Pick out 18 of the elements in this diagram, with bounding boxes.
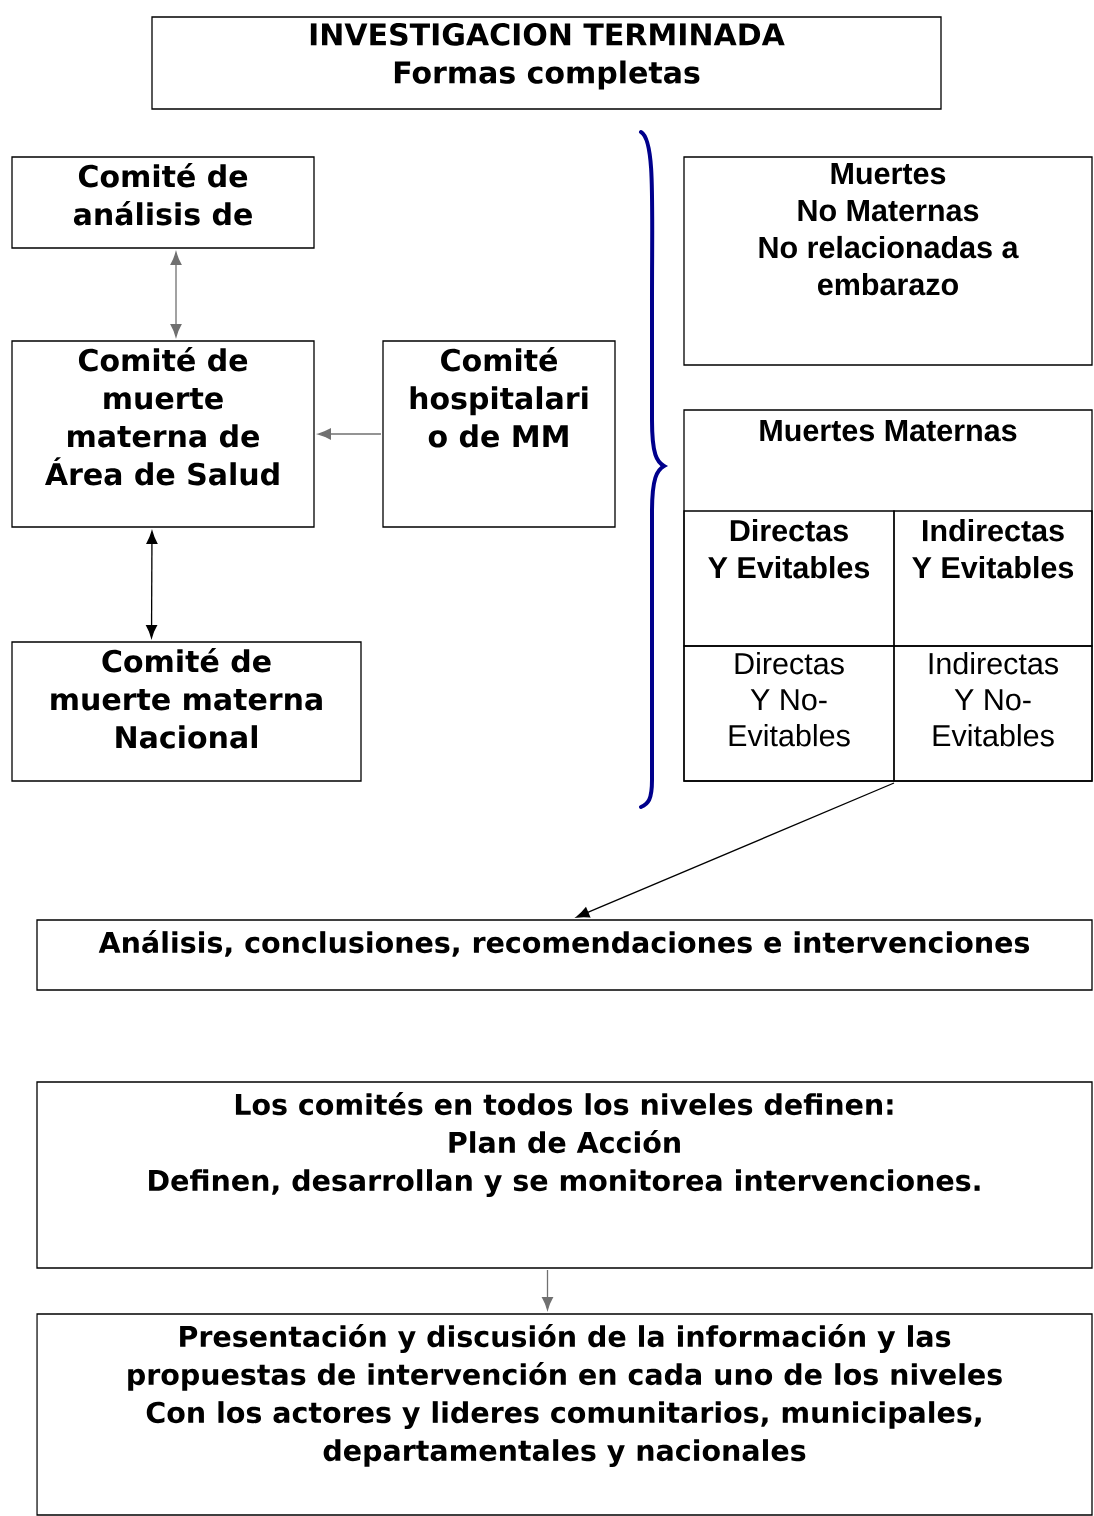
process-box: Presentación y discusión de la información y las propuestas de intervención en cada uno de los niveles Con los actores y lideres comunitarios, municipales, departamentales y nacionales xyxy=(36,1313,1093,1516)
committee-box: Comité de muerte materna de Área de Salud xyxy=(11,340,315,528)
arrow xyxy=(317,428,382,440)
committee-box: Comité de muerte materna Nacional xyxy=(11,641,362,782)
table-cell: Directas Y No-Evitables xyxy=(683,645,895,782)
table-cell: Directas Y Evitables xyxy=(683,510,895,647)
table-cell: Indirectas Y Evitables xyxy=(893,510,1093,647)
committee-box: Comité hospitalari o de MM xyxy=(382,340,616,528)
title-box: INVESTIGACION TERMINADA Formas completas xyxy=(151,16,942,110)
arrow xyxy=(576,782,895,918)
process-box: Análisis, conclusiones, recomendaciones e intervenciones xyxy=(36,919,1093,991)
arrow xyxy=(146,530,158,639)
committee-box: Comité de análisis de xyxy=(11,156,315,249)
process-box: Los comités en todos los niveles definen: Plan de Acción Definen, desarrollan y se monitorea intervenciones. xyxy=(36,1081,1093,1269)
arrow xyxy=(542,1269,553,1311)
arrow xyxy=(170,251,182,338)
table-cell: Indirectas Y No-Evitables xyxy=(893,645,1093,782)
category-box: Muertes No Maternas No relacionadas a embarazo xyxy=(683,156,1093,366)
